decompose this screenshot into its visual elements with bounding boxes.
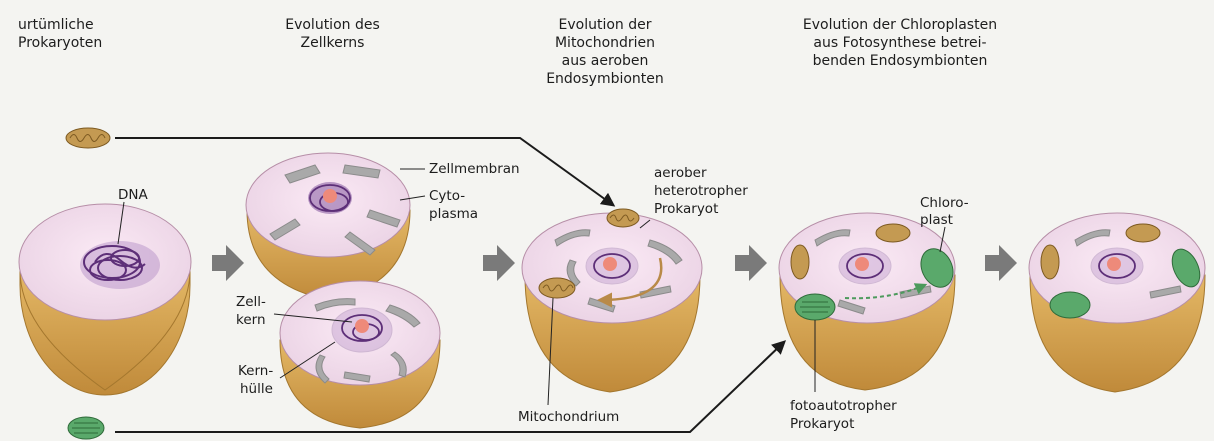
stage-arrow-1 bbox=[212, 245, 244, 281]
cell-final-eukaryote bbox=[1029, 213, 1205, 392]
label-photoautotroph-1: fotoautotropher bbox=[790, 398, 897, 414]
arrow-photoautotroph-uptake bbox=[115, 342, 784, 432]
label-aerobic-2: heterotropher bbox=[654, 183, 748, 199]
mitochondrion-left bbox=[791, 245, 809, 279]
label-dna: DNA bbox=[118, 187, 148, 203]
label-cytoplasm-1: Cyto- bbox=[429, 188, 465, 204]
label-chloroplast-2: plast bbox=[920, 212, 953, 228]
mitochondrion-in-cell bbox=[539, 278, 575, 298]
free-mitochondrion-prokaryote bbox=[66, 128, 110, 148]
cell-chloroplast-stage bbox=[779, 213, 959, 390]
label-aerobic-1: aerober bbox=[654, 165, 707, 181]
label-photoautotroph-2: Prokaryot bbox=[790, 416, 854, 432]
mitochondrion-top bbox=[876, 224, 910, 242]
label-nuclear-envelope-2: hülle bbox=[240, 381, 273, 397]
label-mitochondrion: Mitochondrium bbox=[518, 409, 619, 425]
label-aerobic-3: Prokaryot bbox=[654, 201, 718, 217]
cell-mitochondria-stage bbox=[522, 209, 702, 392]
stage-arrow-4 bbox=[985, 245, 1017, 281]
cell-nucleus-stage-bottom bbox=[280, 281, 440, 428]
stage-arrow-2 bbox=[483, 245, 515, 281]
free-chloroplast-prokaryote bbox=[68, 417, 104, 439]
label-cytoplasm-2: plasma bbox=[429, 206, 478, 222]
label-chloroplast-1: Chloro- bbox=[920, 195, 969, 211]
label-nucleus-1: Zell- bbox=[236, 294, 266, 310]
photoautotrophic-prokaryote bbox=[795, 294, 835, 320]
label-cell-membrane: Zellmembran bbox=[429, 161, 520, 177]
label-nucleus-2: kern bbox=[236, 312, 266, 328]
cell-prokaryote bbox=[19, 202, 191, 395]
cell-nucleus-stage-top bbox=[246, 153, 410, 300]
stage-arrow-3 bbox=[735, 245, 767, 281]
aerobic-prokaryote bbox=[607, 209, 639, 227]
label-nuclear-envelope-1: Kern- bbox=[238, 363, 273, 379]
